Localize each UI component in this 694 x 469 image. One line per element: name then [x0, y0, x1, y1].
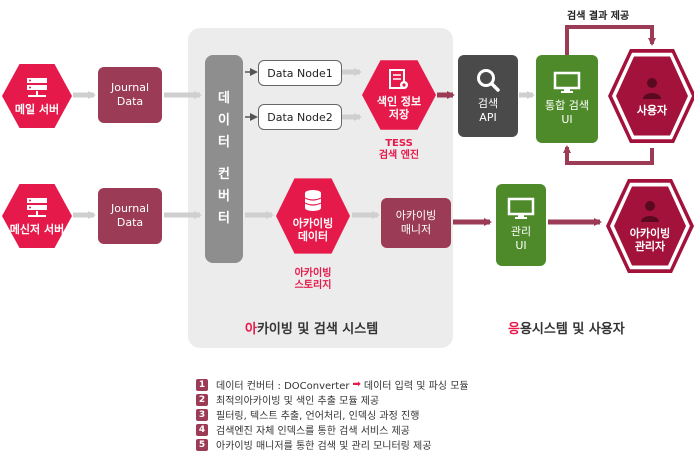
archiving-data-label-1: 아카이빙 [292, 217, 334, 230]
journal-data-box-2: Journal Data [98, 188, 162, 244]
arrow-right-icon: ➡ [352, 379, 361, 390]
archiving-admin-label-1: 아카이빙 [629, 227, 671, 240]
archiving-storage-line1: 아카이빙 [294, 268, 332, 279]
archiving-admin-label-2: 관리자 [634, 240, 666, 253]
journal-label-line1: Journal [110, 202, 150, 215]
monitor-icon [507, 197, 535, 219]
legend-number: 5 [196, 438, 208, 451]
archiving-storage-label: 아카이빙 스토리지 [283, 268, 343, 292]
archiving-system-title-rest: 카이빙 및 검색 시스템 [256, 322, 379, 337]
legend-number: 4 [196, 423, 208, 436]
legend-text: 아카이빙 매니저를 통한 검색 및 관리 모니터링 제공 [216, 441, 432, 452]
database-icon [304, 190, 322, 211]
journal-label-line2: Data [116, 95, 144, 108]
messenger-server-node: 메신저 서버 [2, 184, 72, 248]
data-converter: 데 이 터 컨 버 터 [205, 55, 243, 263]
tess-label-line2: 검색 엔진 [378, 150, 420, 161]
legend-item: 1 데이터 컨버터 : DOConverter ➡ 데이터 입력 및 파싱 모듈 [196, 377, 469, 392]
search-ui-label-1: 통합 검색 [545, 99, 589, 112]
application-system-title: 응용시스템 및 사용자 [508, 318, 625, 337]
legend-item: 5 아카이빙 매니저를 통한 검색 및 관리 모니터링 제공 [196, 437, 469, 452]
index-storage-node: 색인 정보 저장 [362, 60, 436, 130]
converter-char: 버 [218, 189, 230, 204]
journal-label-line2: Data [116, 216, 144, 229]
legend-text: 데이터 입력 및 파싱 모듈 [363, 381, 469, 392]
search-ui-label-2: UI [561, 113, 573, 126]
legend-text: 검색엔진 자체 인덱스를 통한 검색 서비스 제공 [216, 426, 410, 437]
legend-number: 2 [196, 393, 208, 406]
admin-ui-label-1: 관리 [510, 225, 532, 238]
archiving-system-title-accent: 아 [245, 322, 257, 337]
converter-char: 터 [218, 135, 230, 150]
admin-ui-label-2: UI [515, 239, 527, 252]
legend: 1 데이터 컨버터 : DOConverter ➡ 데이터 입력 및 파싱 모듈… [196, 377, 469, 452]
archiving-data-label-2: 데이터 [297, 230, 329, 243]
search-api-label-1: 검색 [477, 97, 499, 110]
archiving-data-node: 아카이빙 데이터 [276, 178, 350, 254]
tess-label-line1: TESS [385, 138, 413, 149]
search-result-label: 검색 결과 제공 [567, 11, 630, 22]
admin-ui-box: 관리 UI [496, 184, 546, 266]
archiving-manager-label-1: 아카이빙 [395, 209, 437, 222]
legend-number: 1 [196, 378, 208, 391]
legend-item: 4 검색엔진 자체 인덱스를 통한 검색 서비스 제공 [196, 422, 469, 437]
application-system-title-accent: 응 [508, 322, 520, 337]
archiving-manager-label-2: 매니저 [400, 223, 432, 236]
mail-server-node: 메일 서버 [2, 64, 72, 128]
data-node-2: Data Node2 [258, 104, 342, 130]
archiving-manager-box: 아카이빙 매니저 [381, 198, 451, 248]
legend-text: 필터링, 텍스트 추출, 언어처리, 인덱싱 과정 진행 [216, 411, 420, 422]
converter-char: 데 [218, 91, 230, 106]
converter-char: 이 [218, 113, 230, 128]
legend-item: 2 최적의아카이빙 및 색인 추출 모듈 제공 [196, 392, 469, 407]
data-node-1-label: Data Node1 [267, 66, 333, 80]
server-icon [27, 197, 47, 217]
magnifier-icon [477, 69, 500, 92]
mail-server-label: 메일 서버 [14, 102, 60, 116]
converter-char: 터 [218, 211, 230, 226]
legend-text: 데이터 컨버터 : DOConverter [216, 381, 350, 392]
archiving-storage-line2: 스토리지 [294, 280, 332, 291]
journal-data-box-1: Journal Data [98, 67, 162, 123]
converter-char: 컨 [218, 167, 230, 182]
user-icon [641, 201, 659, 222]
user-label: 사용자 [636, 103, 668, 117]
archiving-admin-node: 아카이빙 관리자 [606, 179, 694, 273]
user-node: 사용자 [608, 49, 694, 143]
index-storage-label-2: 저장 [388, 108, 410, 121]
document-search-icon [389, 69, 408, 89]
archiving-system-title: 아카이빙 및 검색 시스템 [245, 318, 378, 337]
legend-number: 3 [196, 408, 208, 421]
messenger-server-label: 메신저 서버 [9, 222, 65, 236]
server-icon [27, 77, 47, 97]
monitor-icon [553, 71, 581, 93]
legend-text: 최적의아카이빙 및 색인 추출 모듈 제공 [216, 396, 380, 407]
legend-item: 3 필터링, 텍스트 추출, 언어처리, 인덱싱 과정 진행 [196, 407, 469, 422]
journal-label-line1: Journal [110, 81, 150, 94]
arrow-user-to-search-ui [563, 145, 654, 165]
search-api-box: 검색 API [458, 55, 518, 137]
index-storage-label-1: 색인 정보 [376, 95, 422, 108]
application-system-title-rest: 용시스템 및 사용자 [519, 322, 625, 337]
search-api-label-2: API [479, 111, 497, 124]
integrated-search-ui-box: 통합 검색 UI [536, 55, 598, 143]
tess-engine-label: TESS 검색 엔진 [368, 138, 430, 162]
data-node-2-label: Data Node2 [267, 110, 333, 124]
user-icon [643, 77, 661, 99]
data-node-1: Data Node1 [258, 60, 342, 86]
